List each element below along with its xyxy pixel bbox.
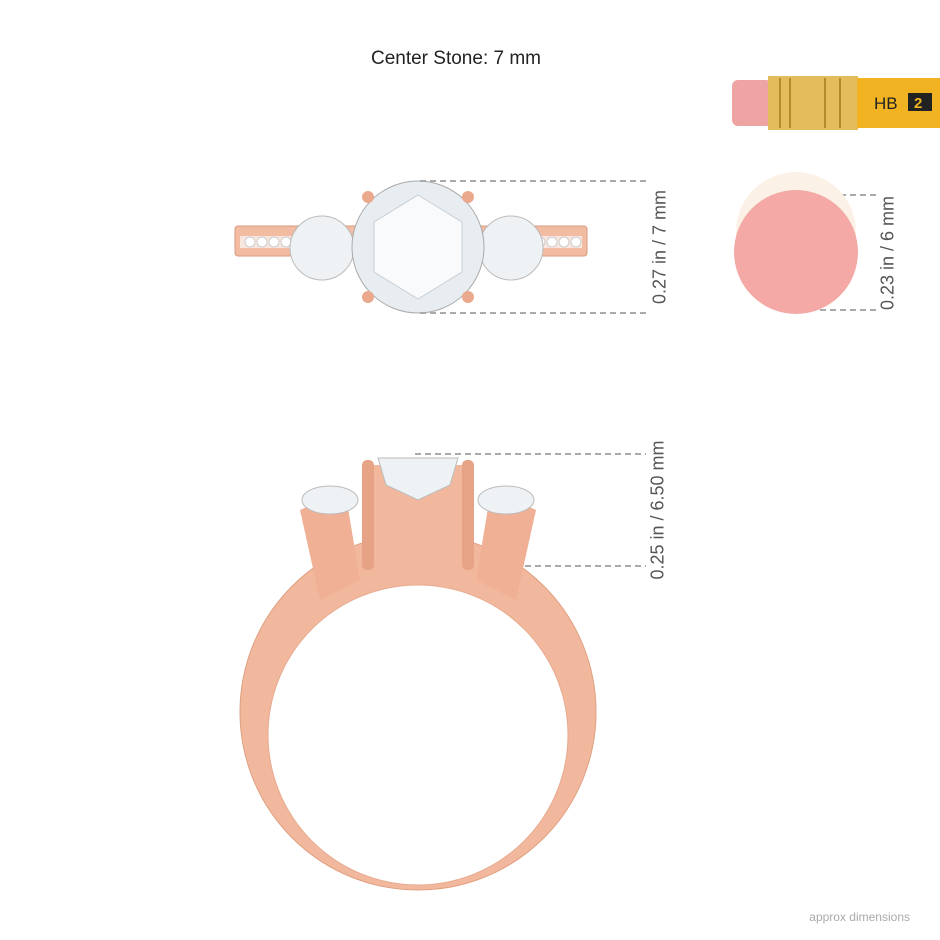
ring-top-view — [234, 180, 588, 314]
top-view-dimension-label: 0.27 in / 7 mm — [649, 189, 670, 305]
pencil-illustration: HB 2 — [732, 76, 940, 130]
center-stone-title: Center Stone: 7 mm — [370, 48, 542, 69]
side-view-dimension-label: 0.25 in / 6.50 mm — [647, 440, 668, 580]
approx-dimensions-note: approx dimensions — [809, 910, 910, 924]
svg-text:HB: HB — [874, 94, 898, 113]
svg-text:2: 2 — [914, 95, 922, 112]
eraser-end-view — [734, 172, 858, 314]
eraser-dimension-label: 0.23 in / 6 mm — [877, 195, 898, 311]
ring-side-view — [239, 457, 597, 891]
